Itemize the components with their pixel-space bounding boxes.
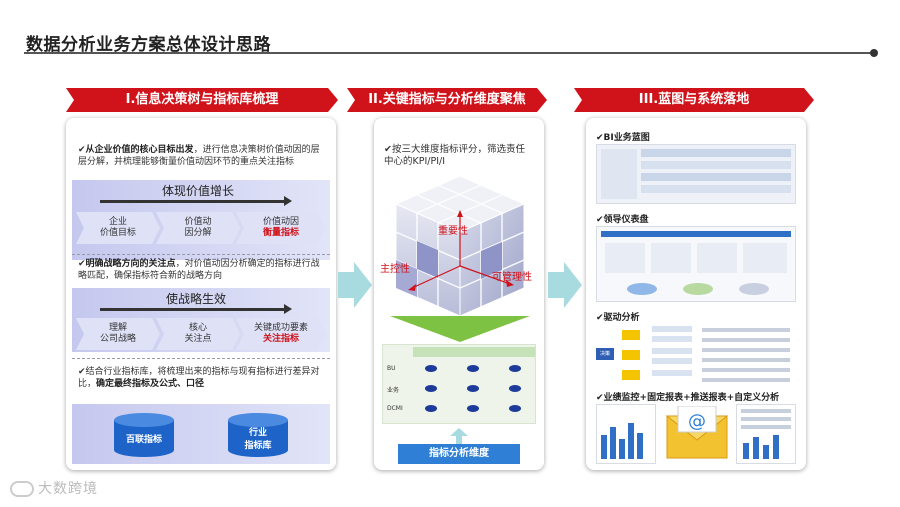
- dimension-grid: BU 业务 DCMI: [382, 344, 536, 424]
- divider-1: [72, 254, 330, 255]
- grid-dots: [413, 361, 535, 423]
- stage-banner-1: I.信息决策树与指标库梳理: [66, 88, 338, 112]
- flow-arrow-2: [548, 262, 582, 308]
- section-leader-dashboard: ✔领导仪表盘: [596, 212, 649, 225]
- report-thumb-2: [736, 404, 796, 464]
- panel2-inner: ✔按三大维度指标评分，筛选责任中心的KPI/PI/I: [374, 118, 544, 470]
- block1-lead: 从企业价值的核心目标出发: [86, 145, 194, 155]
- block2-text: ✔明确战略方向的关注点，对价值动因分析确定的指标进行战略匹配，确保指标符合新的战…: [78, 258, 328, 282]
- up-arrow: [450, 428, 468, 444]
- value-band-arrow: [100, 200, 286, 203]
- stage-banner-2: II.关键指标与分析维度聚焦: [347, 88, 547, 112]
- watermark-logo-icon: [10, 481, 34, 497]
- flow-arrow-1: [338, 262, 372, 308]
- section-bi-blueprint: ✔BI业务蓝图: [596, 130, 650, 143]
- database-bailian-label: 百联指标: [112, 434, 176, 446]
- strategy-step-2: 核心关注点: [156, 318, 240, 350]
- block1-text: ✔从企业价值的核心目标出发，进行信息决策树价值动因的层层分解，并梳理能够衡量价值…: [78, 144, 328, 168]
- panel2-text: ✔按三大维度指标评分，筛选责任中心的KPI/PI/I: [384, 144, 534, 168]
- divider-2: [72, 358, 330, 359]
- value-step-3: 价值动因衡量指标: [236, 212, 326, 244]
- strategy-step-3: 关键成功要素关注指标: [236, 318, 326, 350]
- panel1-inner: ✔从企业价值的核心目标出发，进行信息决策树价值动因的层层分解，并梳理能够衡量价值…: [66, 118, 336, 470]
- section-driver-analysis: ✔驱动分析: [596, 310, 640, 323]
- section-performance-reports: ✔业绩监控+固定报表+推送报表+自定义分析: [596, 390, 806, 403]
- database-industry: 行业 指标库: [226, 412, 290, 458]
- strategy-band-arrow: [100, 308, 286, 311]
- grid-row-3-label: DCMI: [387, 405, 403, 412]
- svg-text:@: @: [688, 411, 706, 432]
- block2-lead: 明确战略方向的关注点: [86, 259, 176, 269]
- value-band-title: 体现价值增长: [162, 182, 234, 199]
- evaluation-cube: [390, 170, 530, 320]
- block3-text: ✔结合行业指标库，将梳理出来的指标与现有指标进行差异对比，确定最终指标及公式、口…: [78, 366, 328, 390]
- stage-label-1: I.信息决策树与指标库梳理: [66, 88, 338, 112]
- value-step-2: 价值动因分解: [156, 212, 240, 244]
- bi-blueprint-thumb: [596, 144, 796, 204]
- email-icon: @: [664, 406, 730, 462]
- grid-header: [413, 347, 535, 357]
- grid-row-2-label: 业务: [387, 385, 399, 394]
- stage-banner-3: III.蓝图与系统落地: [574, 88, 814, 112]
- dashboard-thumb: [596, 226, 796, 302]
- database-industry-label-2: 指标库: [226, 440, 290, 452]
- strategy-band-title: 使战略生效: [166, 290, 226, 307]
- stage-label-3: III.蓝图与系统落地: [574, 88, 814, 112]
- report-thumb-1: [596, 404, 656, 464]
- driver-tree-thumb: 决策: [596, 324, 796, 386]
- panel3-inner: ✔BI业务蓝图 ✔领导仪表盘 ✔驱动分析 决策: [586, 118, 806, 470]
- database-bailian: 百联指标: [112, 412, 176, 458]
- axis-label-importance: 重要性: [438, 222, 468, 237]
- analysis-dimension-label: 指标分析维度: [398, 444, 520, 464]
- title-dot: [870, 49, 878, 57]
- watermark: 大数跨境: [10, 478, 98, 498]
- stage-label-2: II.关键指标与分析维度聚焦: [347, 88, 547, 112]
- database-industry-label-1: 行业: [226, 427, 290, 439]
- grid-row-1-label: BU: [387, 365, 396, 372]
- title-rule: [24, 52, 874, 54]
- value-step-1: 企业价值目标: [76, 212, 160, 244]
- filter-funnel: [390, 316, 530, 342]
- library-band: [72, 404, 330, 464]
- strategy-step-1: 理解公司战略: [76, 318, 160, 350]
- driver-root-node: 决策: [596, 348, 614, 360]
- axis-label-control: 主控性: [380, 260, 410, 275]
- axis-label-manageability: 可管理性: [492, 268, 532, 283]
